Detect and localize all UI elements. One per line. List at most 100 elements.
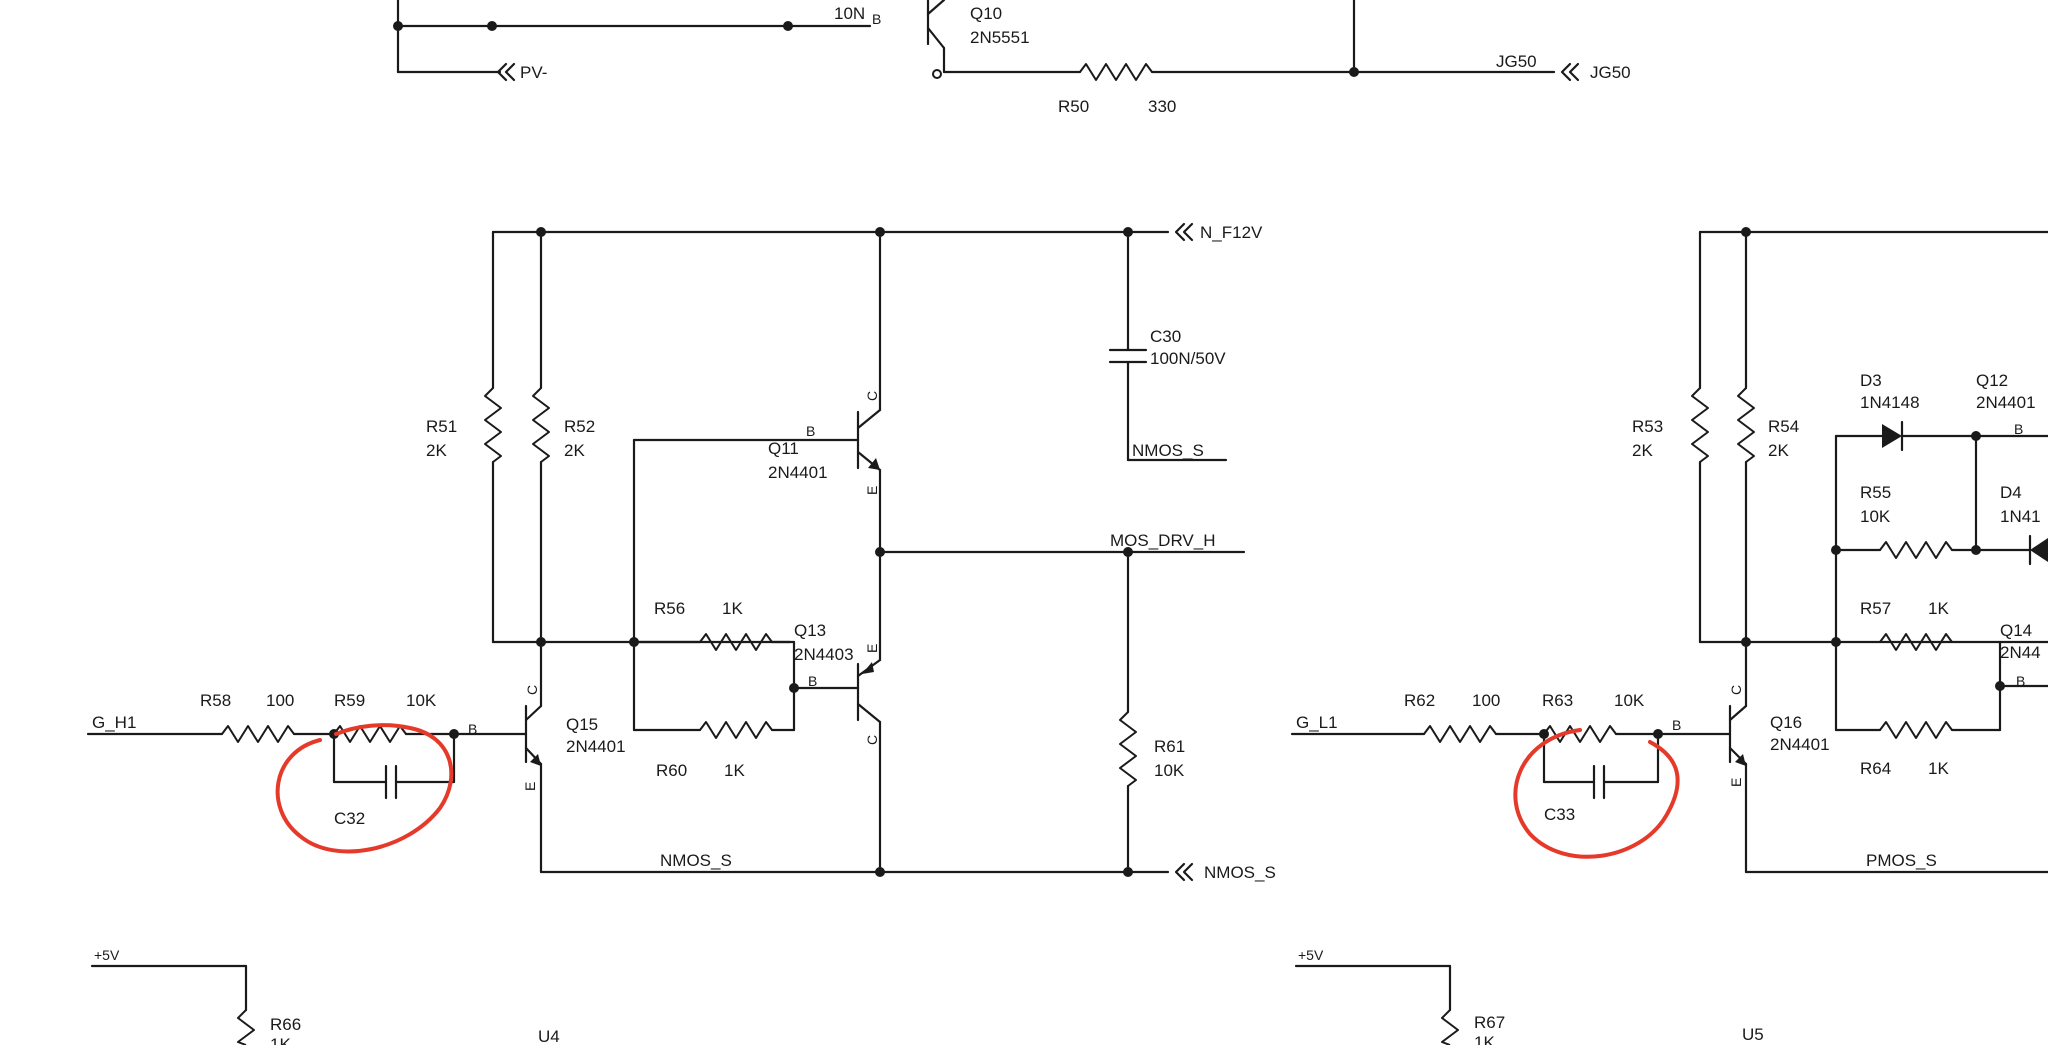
c33-highlight-circle: [1513, 728, 1680, 859]
r53-value: 2K: [1632, 441, 1653, 460]
q11-b-pin: B: [806, 423, 815, 439]
left-driver: N_F12V C30 100N/50V NMOS_S R51 2K R52 2K: [86, 222, 1276, 1045]
d3-part: 1N4148: [1860, 393, 1920, 412]
q14-ref: Q14: [2000, 621, 2032, 640]
u5-label: U5: [1742, 1025, 1764, 1044]
c30-value: 100N/50V: [1150, 349, 1226, 368]
q11-c-pin: C: [864, 391, 880, 401]
n-f12v-port-label: N_F12V: [1200, 223, 1263, 242]
q13-part: 2N4403: [794, 645, 854, 664]
nmos-s-wire-label: NMOS_S: [660, 851, 732, 870]
r56-value: 1K: [722, 599, 743, 618]
r52-resistor: [532, 387, 550, 463]
right-driver: R53 2K R54 2K D3 1N4148 Q12 2N4401 B R55…: [1290, 227, 2048, 1045]
d4-ref: D4: [2000, 483, 2022, 502]
r55-resistor: [1879, 541, 1953, 559]
r52-ref: R52: [564, 417, 595, 436]
r55-ref: R55: [1860, 483, 1891, 502]
q10-part: 2N5551: [970, 28, 1030, 47]
r51-resistor: [484, 387, 502, 463]
jg50-port-chevron: [1560, 62, 1580, 82]
r64-resistor: [1879, 721, 1953, 739]
r67-value: 1K: [1474, 1033, 1495, 1045]
r56-ref: R56: [654, 599, 685, 618]
q15-b-pin: B: [468, 721, 477, 737]
q16-ref: Q16: [1770, 713, 1802, 732]
r61-value: 10K: [1154, 761, 1185, 780]
r52-value: 2K: [564, 441, 585, 460]
top-section: PV- 10N B Q10 2N5551 R50 330 JG50 JG50: [393, 0, 1631, 116]
pv-port-chevron: [496, 62, 516, 82]
r57-ref: R57: [1860, 599, 1891, 618]
c32-ref: C32: [334, 809, 365, 828]
r60-ref: R60: [656, 761, 687, 780]
r64-value: 1K: [1928, 759, 1949, 778]
r66-resistor: [237, 1009, 255, 1045]
q13-e-pin: E: [864, 644, 880, 653]
r59-resistor: [333, 725, 407, 743]
r50-resistor: [1079, 63, 1153, 81]
r62-resistor: [1423, 725, 1497, 743]
c33-ref: C33: [1544, 805, 1575, 824]
r66-value: 1K: [270, 1035, 291, 1045]
q12-part: 2N4401: [1976, 393, 2036, 412]
q11-ref: Q11: [768, 439, 799, 458]
d3-ref: D3: [1860, 371, 1882, 390]
plus5v-left-label: +5V: [94, 947, 120, 963]
q15-ref: Q15: [566, 715, 598, 734]
nmos-s-port-chevron: [1174, 862, 1194, 882]
r58-resistor: [221, 725, 295, 743]
r54-ref: R54: [1768, 417, 1799, 436]
r58-ref: R58: [200, 691, 231, 710]
r50-value: 330: [1148, 97, 1176, 116]
g-h1-label: G_H1: [92, 713, 136, 732]
q12-b-pin: B: [2014, 421, 2023, 437]
g-l1-label: G_L1: [1296, 713, 1338, 732]
r51-value: 2K: [426, 441, 447, 460]
q10-ref: Q10: [970, 4, 1002, 23]
r53-ref: R53: [1632, 417, 1663, 436]
q16-e-pin: E: [1728, 778, 1744, 787]
r54-value: 2K: [1768, 441, 1789, 460]
u4-label: U4: [538, 1027, 560, 1045]
r64-ref: R64: [1860, 759, 1891, 778]
jg50-wire-label: JG50: [1496, 52, 1537, 71]
r59-ref: R59: [334, 691, 365, 710]
q15-c-pin: C: [524, 685, 540, 695]
r60-value: 1K: [724, 761, 745, 780]
q10-b-pin: B: [872, 11, 881, 27]
q15-e-pin: E: [522, 782, 538, 791]
r67-resistor: [1441, 1009, 1459, 1045]
n-f12v-port-chevron: [1174, 222, 1194, 242]
r59-value: 10K: [406, 691, 437, 710]
pmos-s-label: PMOS_S: [1866, 851, 1937, 870]
r57-value: 1K: [1928, 599, 1949, 618]
d3-diode: [1882, 424, 1902, 448]
r61-resistor: [1119, 711, 1137, 787]
q14-part: 2N44: [2000, 643, 2041, 662]
r63-ref: R63: [1542, 691, 1573, 710]
r61-ref: R61: [1154, 737, 1185, 756]
r55-value: 10K: [1860, 507, 1891, 526]
q11-part: 2N4401: [768, 463, 828, 482]
d4-part: 1N41: [2000, 507, 2041, 526]
plus5v-right-label: +5V: [1298, 947, 1324, 963]
q16-c-pin: C: [1728, 685, 1744, 695]
pv-port-label: PV-: [520, 63, 547, 82]
q16-part: 2N4401: [1770, 735, 1830, 754]
r60-resistor: [699, 721, 773, 739]
r57-resistor: [1879, 633, 1953, 651]
nmos-s-port-label: NMOS_S: [1204, 863, 1276, 882]
r56-resistor: [699, 633, 773, 651]
r63-value: 10K: [1614, 691, 1645, 710]
d4-diode: [2030, 538, 2048, 562]
q16-b-pin: B: [1672, 717, 1681, 733]
q11-e-pin: E: [864, 486, 880, 495]
r53-resistor: [1691, 387, 1709, 463]
r62-value: 100: [1472, 691, 1500, 710]
r50-ref: R50: [1058, 97, 1089, 116]
q10-base-label: 10N: [834, 4, 865, 23]
nmos-s-cap-label: NMOS_S: [1132, 441, 1204, 460]
q13-b-pin: B: [808, 673, 817, 689]
